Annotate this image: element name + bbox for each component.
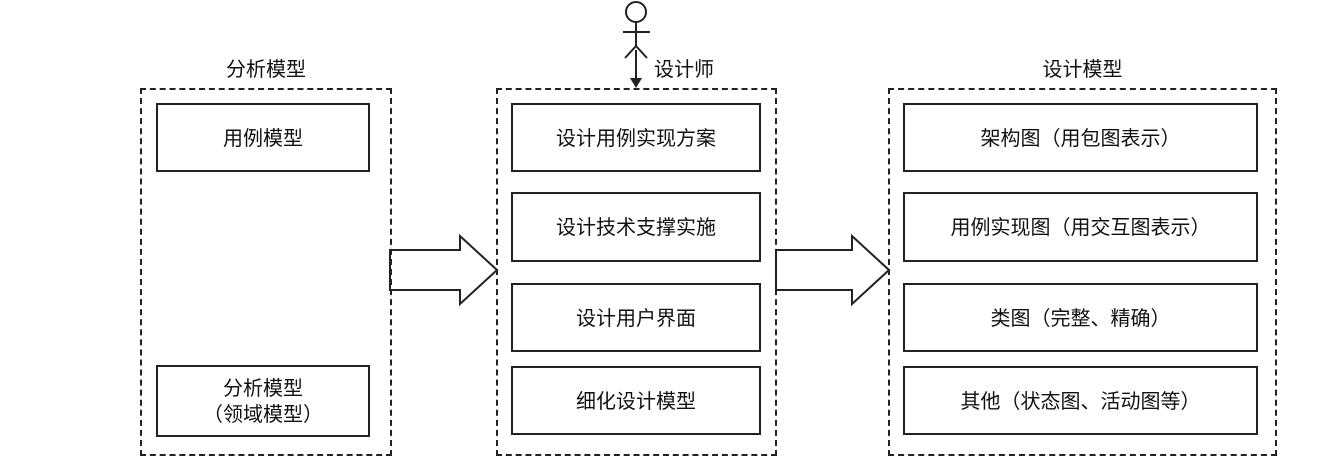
design-ui-box: 设计用户界面 [511,283,761,352]
architecture-diagram-box: 架构图（用包图表示） [903,103,1258,172]
design-process-group [496,88,777,456]
architecture-diagram-label: 架构图（用包图表示） [980,125,1181,150]
use-case-model-label: 用例模型 [223,125,303,150]
designer-label: 设计师 [654,57,714,81]
refine-design-model-box: 细化设计模型 [511,366,761,435]
flow-arrow-1 [389,233,499,307]
design-model-group [888,88,1277,456]
refine-design-model-label: 细化设计模型 [576,388,696,413]
analysis-model-label: 分析模型 [223,376,303,400]
design-ui-label: 设计用户界面 [576,305,696,330]
other-diagrams-label: 其他（状态图、活动图等） [960,388,1201,413]
design-model-group-title: 设计模型 [1042,57,1123,81]
actor-icon [623,1,650,59]
use-case-realization-diagram-box: 用例实现图（用交互图表示） [903,192,1258,262]
class-diagram-box: 类图（完整、精确） [903,283,1258,352]
design-use-case-realization-box: 设计用例实现方案 [511,103,761,172]
use-case-realization-diagram-label: 用例实现图（用交互图表示） [950,215,1211,239]
analysis-domain-model-box: 分析模型 （领域模型） [156,365,370,437]
design-use-case-realization-label: 设计用例实现方案 [556,125,716,150]
actor-arrow [630,50,642,88]
design-tech-support-box: 设计技术支撑实施 [511,192,761,262]
analysis-group [140,88,392,456]
class-diagram-label: 类图（完整、精确） [990,305,1171,330]
use-case-model-box: 用例模型 [156,103,370,172]
flow-arrow-2 [775,233,891,307]
analysis-group-title: 分析模型 [226,57,306,81]
design-tech-support-label: 设计技术支撑实施 [556,215,716,239]
other-diagrams-box: 其他（状态图、活动图等） [903,366,1258,435]
domain-model-label: （领域模型） [203,402,323,426]
